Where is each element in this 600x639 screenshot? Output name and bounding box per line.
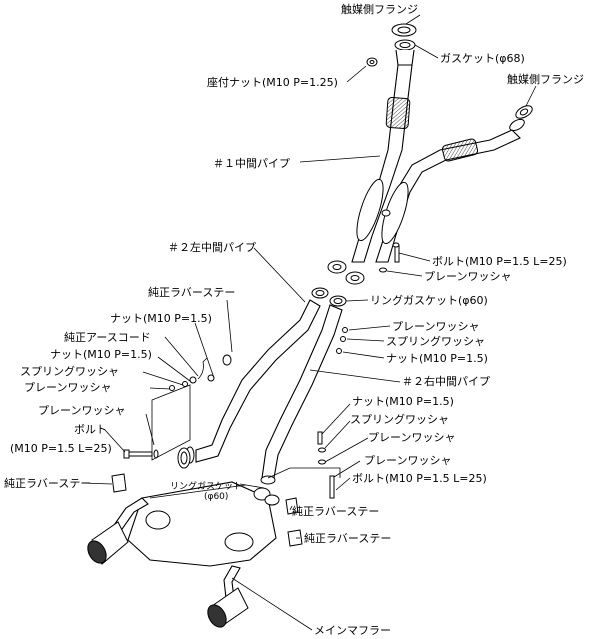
label-mid-pipe-1: ＃１中間パイプ: [213, 157, 290, 170]
label-ring-gasket-60: リングガスケット(φ60): [370, 293, 488, 307]
label-plain-washer-left-2: プレーンワッシャ: [38, 404, 125, 417]
label-rubber-stay-mid: 純正ラバーステー: [292, 505, 379, 518]
ring-gaskets-part: [311, 287, 347, 307]
label-plain-washer-left-1: プレーンワッシャ: [24, 381, 111, 394]
label-plain-washer-mid-1: プレーンワッシャ: [392, 320, 479, 333]
ring-gasket-lower-part: [177, 447, 191, 469]
labels: 触媒側フランジ ガスケット(φ68) 座付ナット(M10 P=1.25) 触媒側…: [4, 2, 584, 637]
label-ring-gasket-lower-size: (φ60): [204, 492, 228, 502]
mid-pipe-1-part: [327, 64, 521, 285]
label-mid-pipe-2-left: ＃２左中間パイプ: [168, 241, 256, 254]
label-rubber-stay-bottom: 純正ラバーステー: [304, 532, 391, 545]
label-spring-washer-right: スプリングワッシャ: [350, 412, 449, 426]
cat-flange-right-part: [509, 105, 533, 132]
left-hardware-part: [169, 354, 232, 391]
label-bolt-left-spec: (M10 P=1.5 L=25): [10, 442, 112, 455]
leader-lines: [81, 14, 537, 631]
label-mid-pipe-2-right: ＃２右中間パイプ: [402, 374, 490, 388]
cat-flange-top-part: [391, 23, 417, 66]
label-nut-m10-left-1: ナット(M10 P=1.5): [110, 312, 212, 325]
label-bolt-right-top: ボルト(M10 P=1.5 L=25): [432, 255, 567, 268]
label-seat-nut: 座付ナット(M10 P=1.25): [207, 75, 338, 89]
tail-pipe-left-part: [87, 521, 129, 565]
label-cat-flange-right: 触媒側フランジ: [507, 72, 584, 86]
label-nut-m10-mid: ナット(M10 P=1.5): [386, 352, 488, 365]
label-spring-washer-mid: スプリングワッシャ: [386, 334, 485, 348]
label-plain-washer-right-top: プレーンワッシャ: [424, 270, 511, 283]
label-earth-cord: 純正アースコード: [64, 331, 151, 344]
label-gasket-68: ガスケット(φ68): [440, 52, 525, 65]
seat-nut-part: [366, 57, 378, 67]
label-ring-gasket-lower: リングガスケット: [170, 480, 242, 492]
label-nut-m10-right: ナット(M10 P=1.5): [352, 395, 454, 408]
bolt-top-part: [379, 242, 400, 273]
label-nut-m10-left-2: ナット(M10 P=1.5): [50, 348, 152, 361]
main-muffler-part: [111, 481, 280, 599]
right-hardware-part: [317, 327, 348, 499]
tail-pipe-right-part: [207, 587, 249, 628]
mid-pipe-2-right-part: [260, 304, 343, 485]
label-bolt-left: ボルト: [74, 423, 107, 436]
bolt-left-part: [123, 449, 159, 459]
label-plain-washer-right-3: プレーンワッシャ: [364, 454, 451, 467]
label-plain-washer-right-2: プレーンワッシャ: [368, 431, 455, 444]
label-main-muffler: メインマフラー: [314, 624, 391, 637]
parts-drawing: [87, 23, 533, 628]
label-bolt-right-bottom: ボルト(M10 P=1.5 L=25): [352, 472, 487, 485]
label-rubber-stay-genuine-top: 純正ラバーステー: [148, 286, 235, 299]
label-cat-flange-top: 触媒側フランジ: [341, 2, 418, 16]
label-rubber-stay-left: 純正ラバーステー: [4, 477, 91, 490]
label-spring-washer-left: スプリングワッシャ: [20, 364, 119, 378]
